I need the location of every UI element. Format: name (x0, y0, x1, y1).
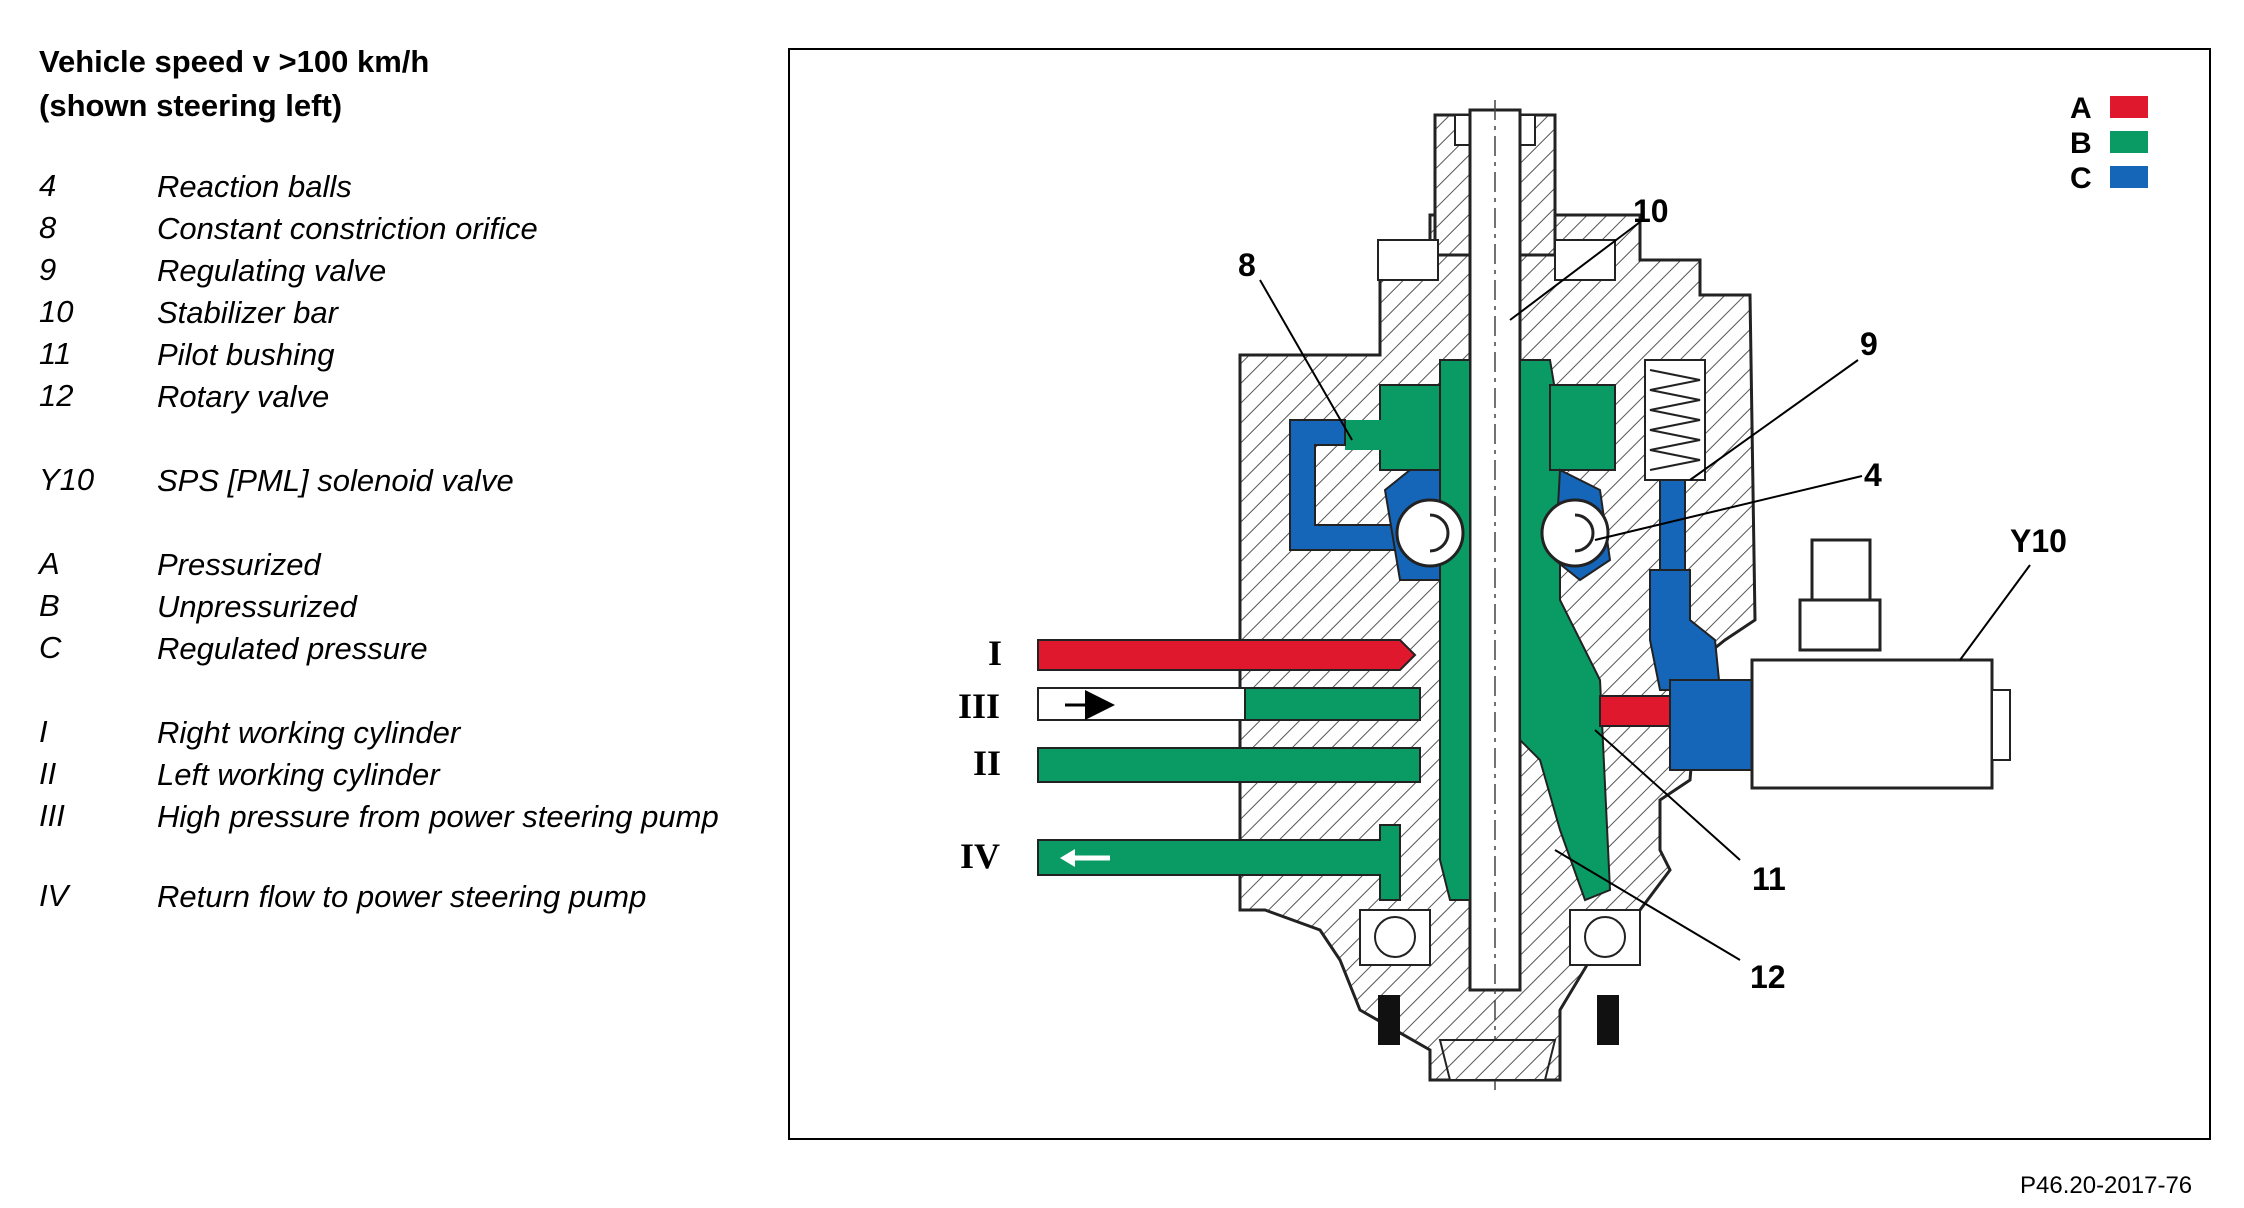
callout-11: 11 (1752, 861, 1786, 897)
pressurized-channel-inner (1599, 695, 1671, 727)
solenoid-valve-y10 (1750, 538, 2011, 790)
port-label-iv: IV (960, 836, 1000, 876)
title-line-2: (shown steering left) (39, 88, 343, 123)
port-label-ii: II (973, 743, 1001, 783)
callout-leaders (1259, 221, 2031, 961)
diagram-frame (788, 48, 2211, 1140)
color-key-label-b: B (2070, 127, 2092, 160)
title-line-1: Vehicle speed v >100 km/h (39, 44, 430, 79)
callout-9: 9 (1860, 326, 1878, 362)
color-swatch-c (2110, 166, 2148, 188)
figure-reference: P46.20-2017-76 (2020, 1172, 2193, 1199)
page-title: Vehicle speed v >100 km/h (shown steerin… (39, 40, 429, 128)
color-key: A B C (2070, 92, 2148, 195)
callout-12: 12 (1750, 959, 1786, 995)
reaction-balls (1395, 498, 1610, 568)
callout-y10: Y10 (2010, 523, 2067, 559)
port-label-i: I (988, 633, 1002, 673)
port-pipes (1037, 639, 1421, 901)
callout-10: 10 (1633, 193, 1669, 229)
color-key-label-c: C (2070, 162, 2092, 195)
callout-8: 8 (1238, 247, 1256, 283)
regulating-valve-spring (1644, 359, 1706, 481)
port-label-iii: III (958, 686, 1000, 726)
stabilizer-bar-shaft (1468, 100, 1522, 1090)
color-swatch-b (2110, 131, 2148, 153)
color-swatch-a (2110, 96, 2148, 118)
bottom-bearings (1359, 909, 1641, 1081)
color-key-label-a: A (2070, 92, 2092, 125)
callout-4: 4 (1864, 457, 1882, 493)
